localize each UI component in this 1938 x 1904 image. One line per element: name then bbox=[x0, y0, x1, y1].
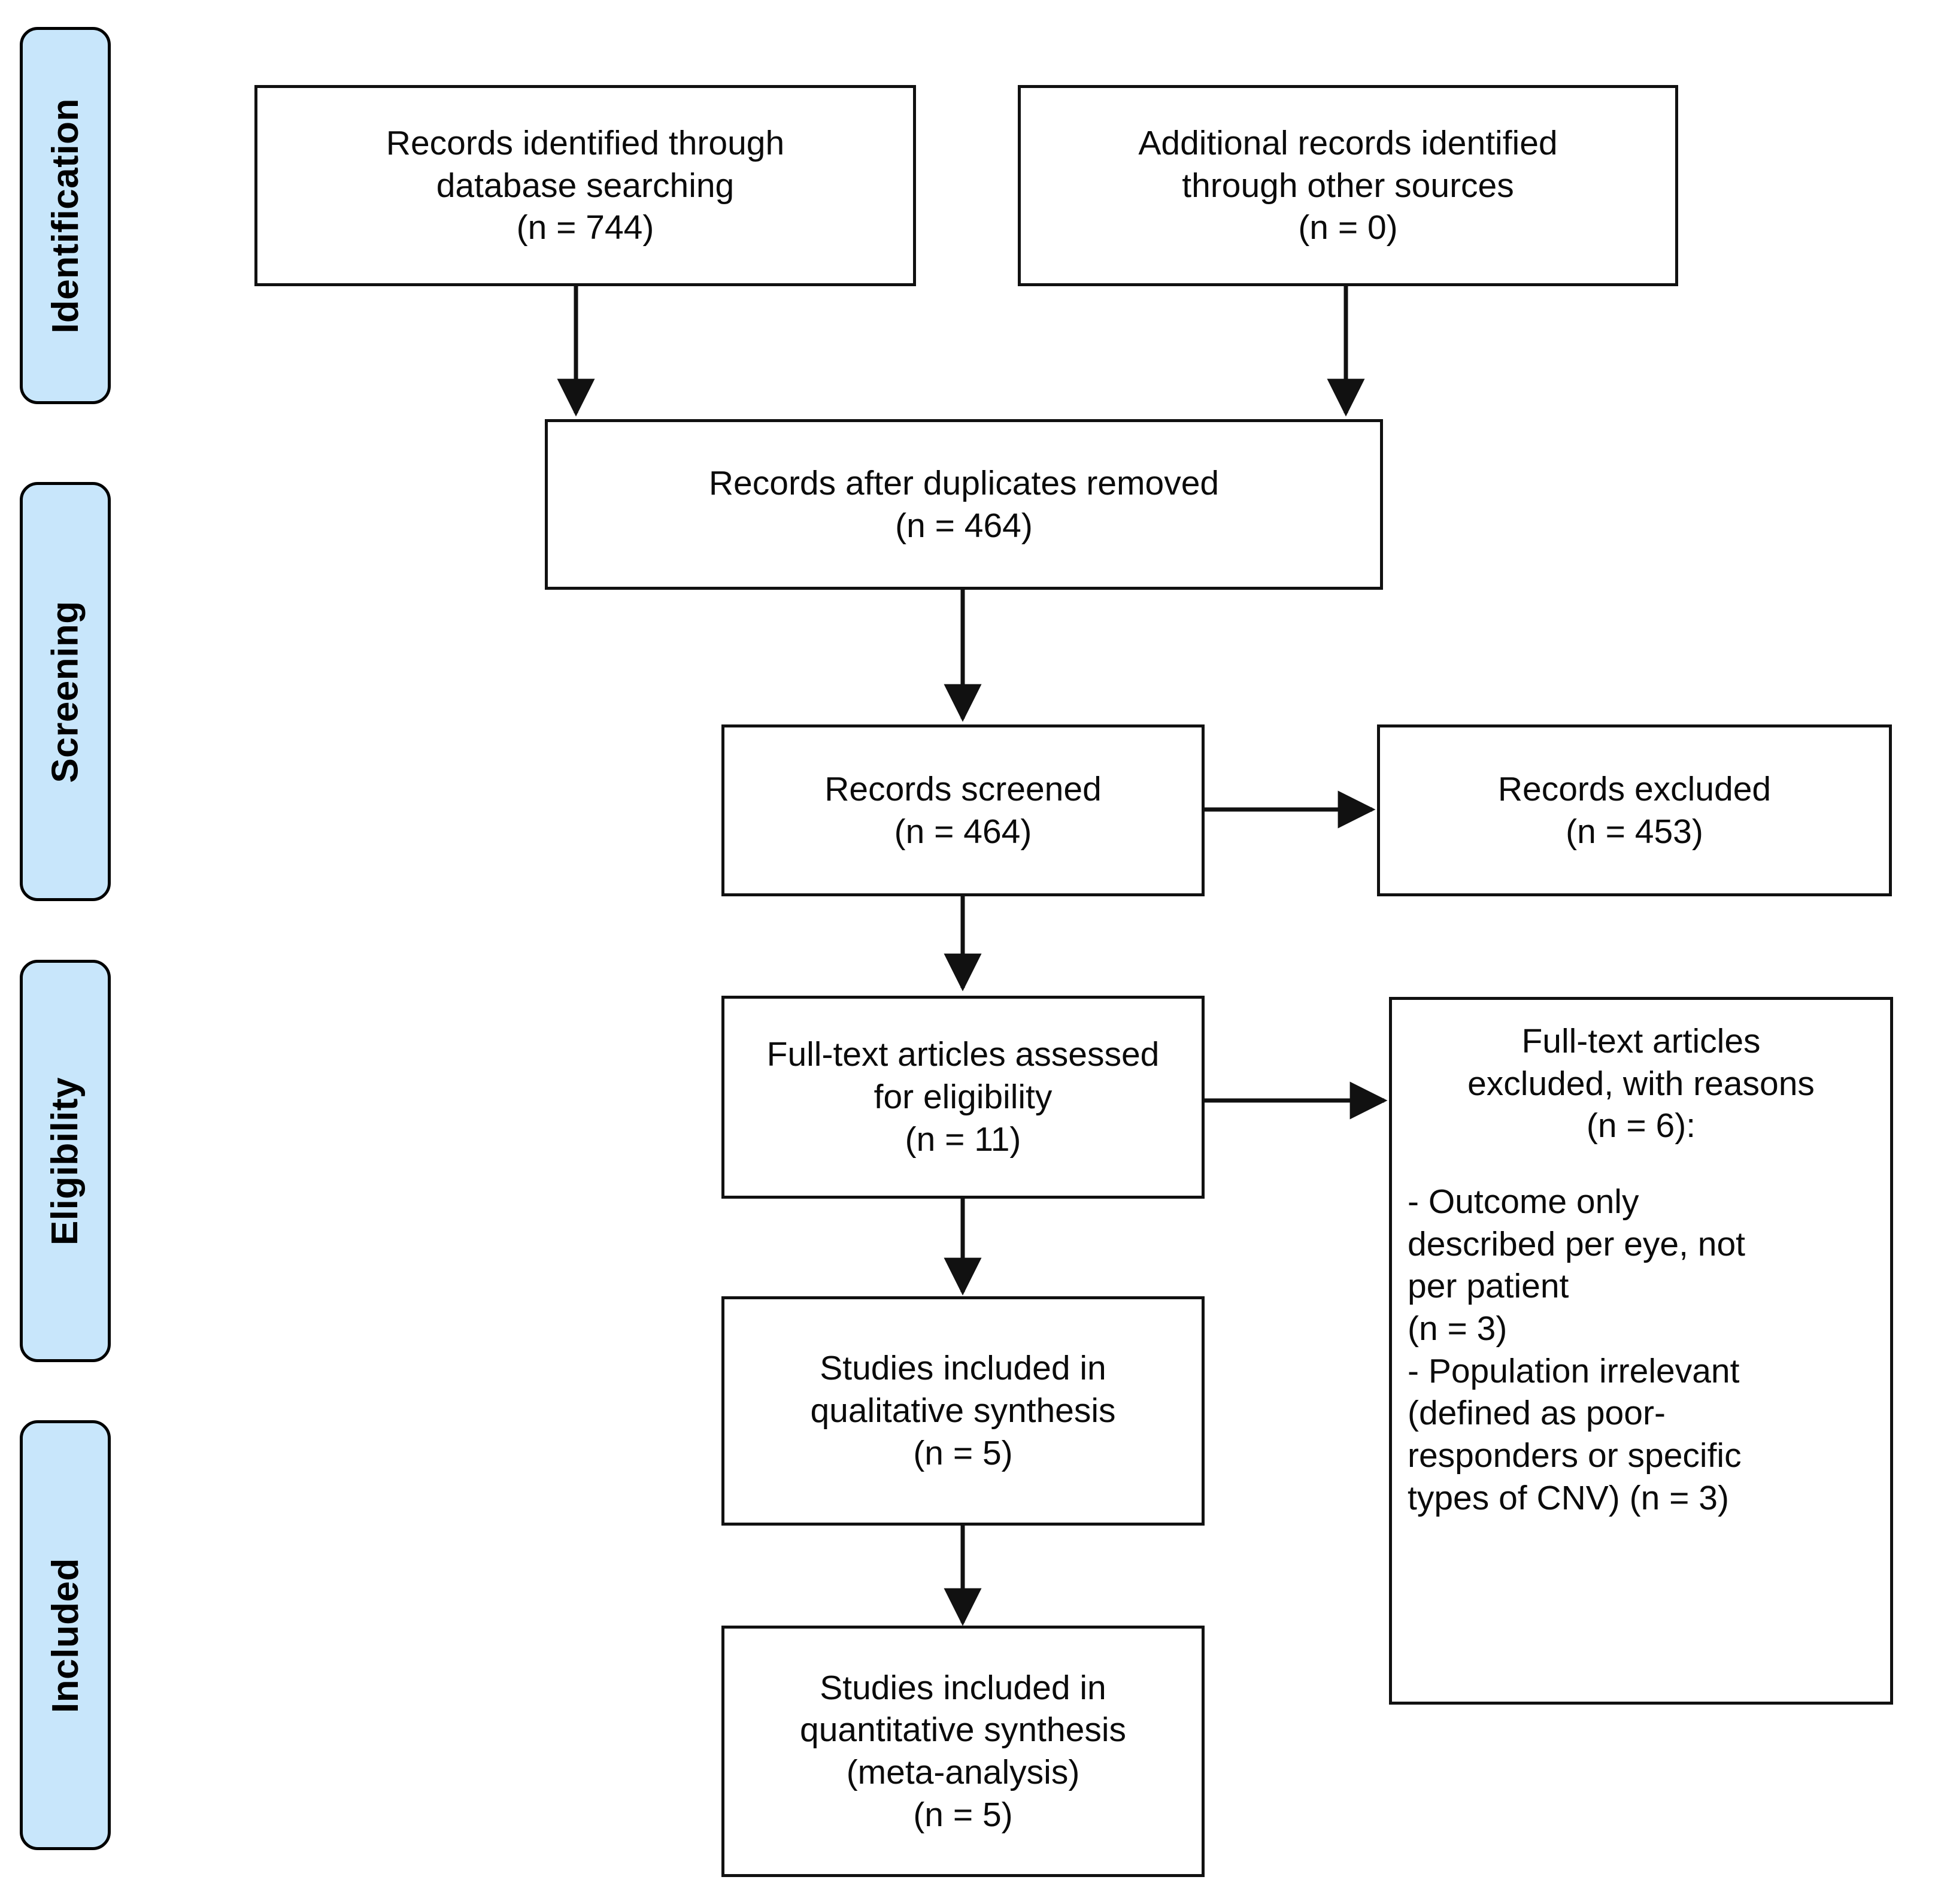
stage-label-screening: Screening bbox=[44, 600, 86, 783]
box-line: Records after duplicates removed bbox=[708, 463, 1220, 502]
box-fulltext-assessed: Full-text articles assessed for eligibil… bbox=[721, 996, 1205, 1199]
exclusion-reason-line: (defined as poor- bbox=[1408, 1394, 1666, 1433]
box-line: (n = 464) bbox=[895, 506, 1033, 545]
stage-label-identification: Identification bbox=[44, 98, 86, 333]
exclusion-reason-list: - Outcome only described per eye, not pe… bbox=[1408, 1181, 1875, 1519]
box-line: (n = 0) bbox=[1298, 208, 1398, 247]
stage-pill-identification: Identification bbox=[20, 27, 111, 404]
box-line: Additional records identified bbox=[1138, 123, 1558, 162]
exclusion-reason-line: described per eye, not bbox=[1408, 1224, 1746, 1263]
box-additional-records: Additional records identified through ot… bbox=[1018, 85, 1678, 286]
box-line: excluded, with reasons bbox=[1467, 1064, 1815, 1103]
box-fulltext-excluded: Full-text articles excluded, with reason… bbox=[1389, 997, 1893, 1705]
box-qualitative-synthesis: Studies included in qualitative synthesi… bbox=[721, 1296, 1205, 1526]
exclusion-reason-line: responders or specific bbox=[1408, 1436, 1742, 1475]
box-line: (n = 744) bbox=[516, 208, 654, 247]
box-line: qualitative synthesis bbox=[810, 1391, 1116, 1430]
box-line: Records excluded bbox=[1497, 769, 1772, 808]
exclusion-reason-line: types of CNV) (n = 3) bbox=[1408, 1478, 1729, 1517]
box-line: Full-text articles assessed bbox=[766, 1035, 1160, 1074]
box-line: (n = 453) bbox=[1566, 812, 1703, 851]
stage-label-eligibility: Eligibility bbox=[44, 1077, 86, 1245]
box-duplicates-removed: Records after duplicates removed (n = 46… bbox=[545, 419, 1383, 590]
stage-pill-screening: Screening bbox=[20, 482, 111, 901]
box-line: Studies included in bbox=[820, 1349, 1106, 1388]
box-line: Records screened bbox=[824, 769, 1102, 808]
box-line: (n = 5) bbox=[913, 1433, 1013, 1472]
box-line: Full-text articles bbox=[1521, 1022, 1761, 1060]
box-quantitative-synthesis: Studies included in quantitative synthes… bbox=[721, 1626, 1205, 1877]
box-line: database searching bbox=[436, 166, 735, 205]
box-line: (meta-analysis) bbox=[846, 1753, 1080, 1791]
exclusion-reason-line: - Population irrelevant bbox=[1408, 1351, 1740, 1390]
box-line: Studies included in bbox=[820, 1668, 1106, 1707]
box-line: Records identified through bbox=[386, 123, 785, 162]
box-line: (n = 464) bbox=[894, 812, 1032, 851]
stage-label-included: Included bbox=[44, 1557, 86, 1713]
box-line: (n = 5) bbox=[913, 1795, 1013, 1834]
stage-pill-eligibility: Eligibility bbox=[20, 960, 111, 1362]
box-records-identified: Records identified through database sear… bbox=[254, 85, 916, 286]
box-line: quantitative synthesis bbox=[800, 1711, 1126, 1750]
stage-pill-included: Included bbox=[20, 1420, 111, 1850]
box-line: (n = 6): bbox=[1586, 1106, 1696, 1145]
exclusion-reason-line: - Outcome only bbox=[1408, 1183, 1639, 1221]
box-records-excluded: Records excluded (n = 453) bbox=[1377, 724, 1892, 896]
exclusion-reason-line: (n = 3) bbox=[1408, 1309, 1508, 1348]
exclusion-reason-line: per patient bbox=[1408, 1267, 1569, 1306]
box-line: for eligibility bbox=[874, 1078, 1053, 1117]
box-line: through other sources bbox=[1182, 166, 1514, 205]
exclusion-header: Full-text articles excluded, with reason… bbox=[1408, 1020, 1875, 1147]
box-line: (n = 11) bbox=[905, 1120, 1021, 1159]
box-records-screened: Records screened (n = 464) bbox=[721, 724, 1205, 896]
